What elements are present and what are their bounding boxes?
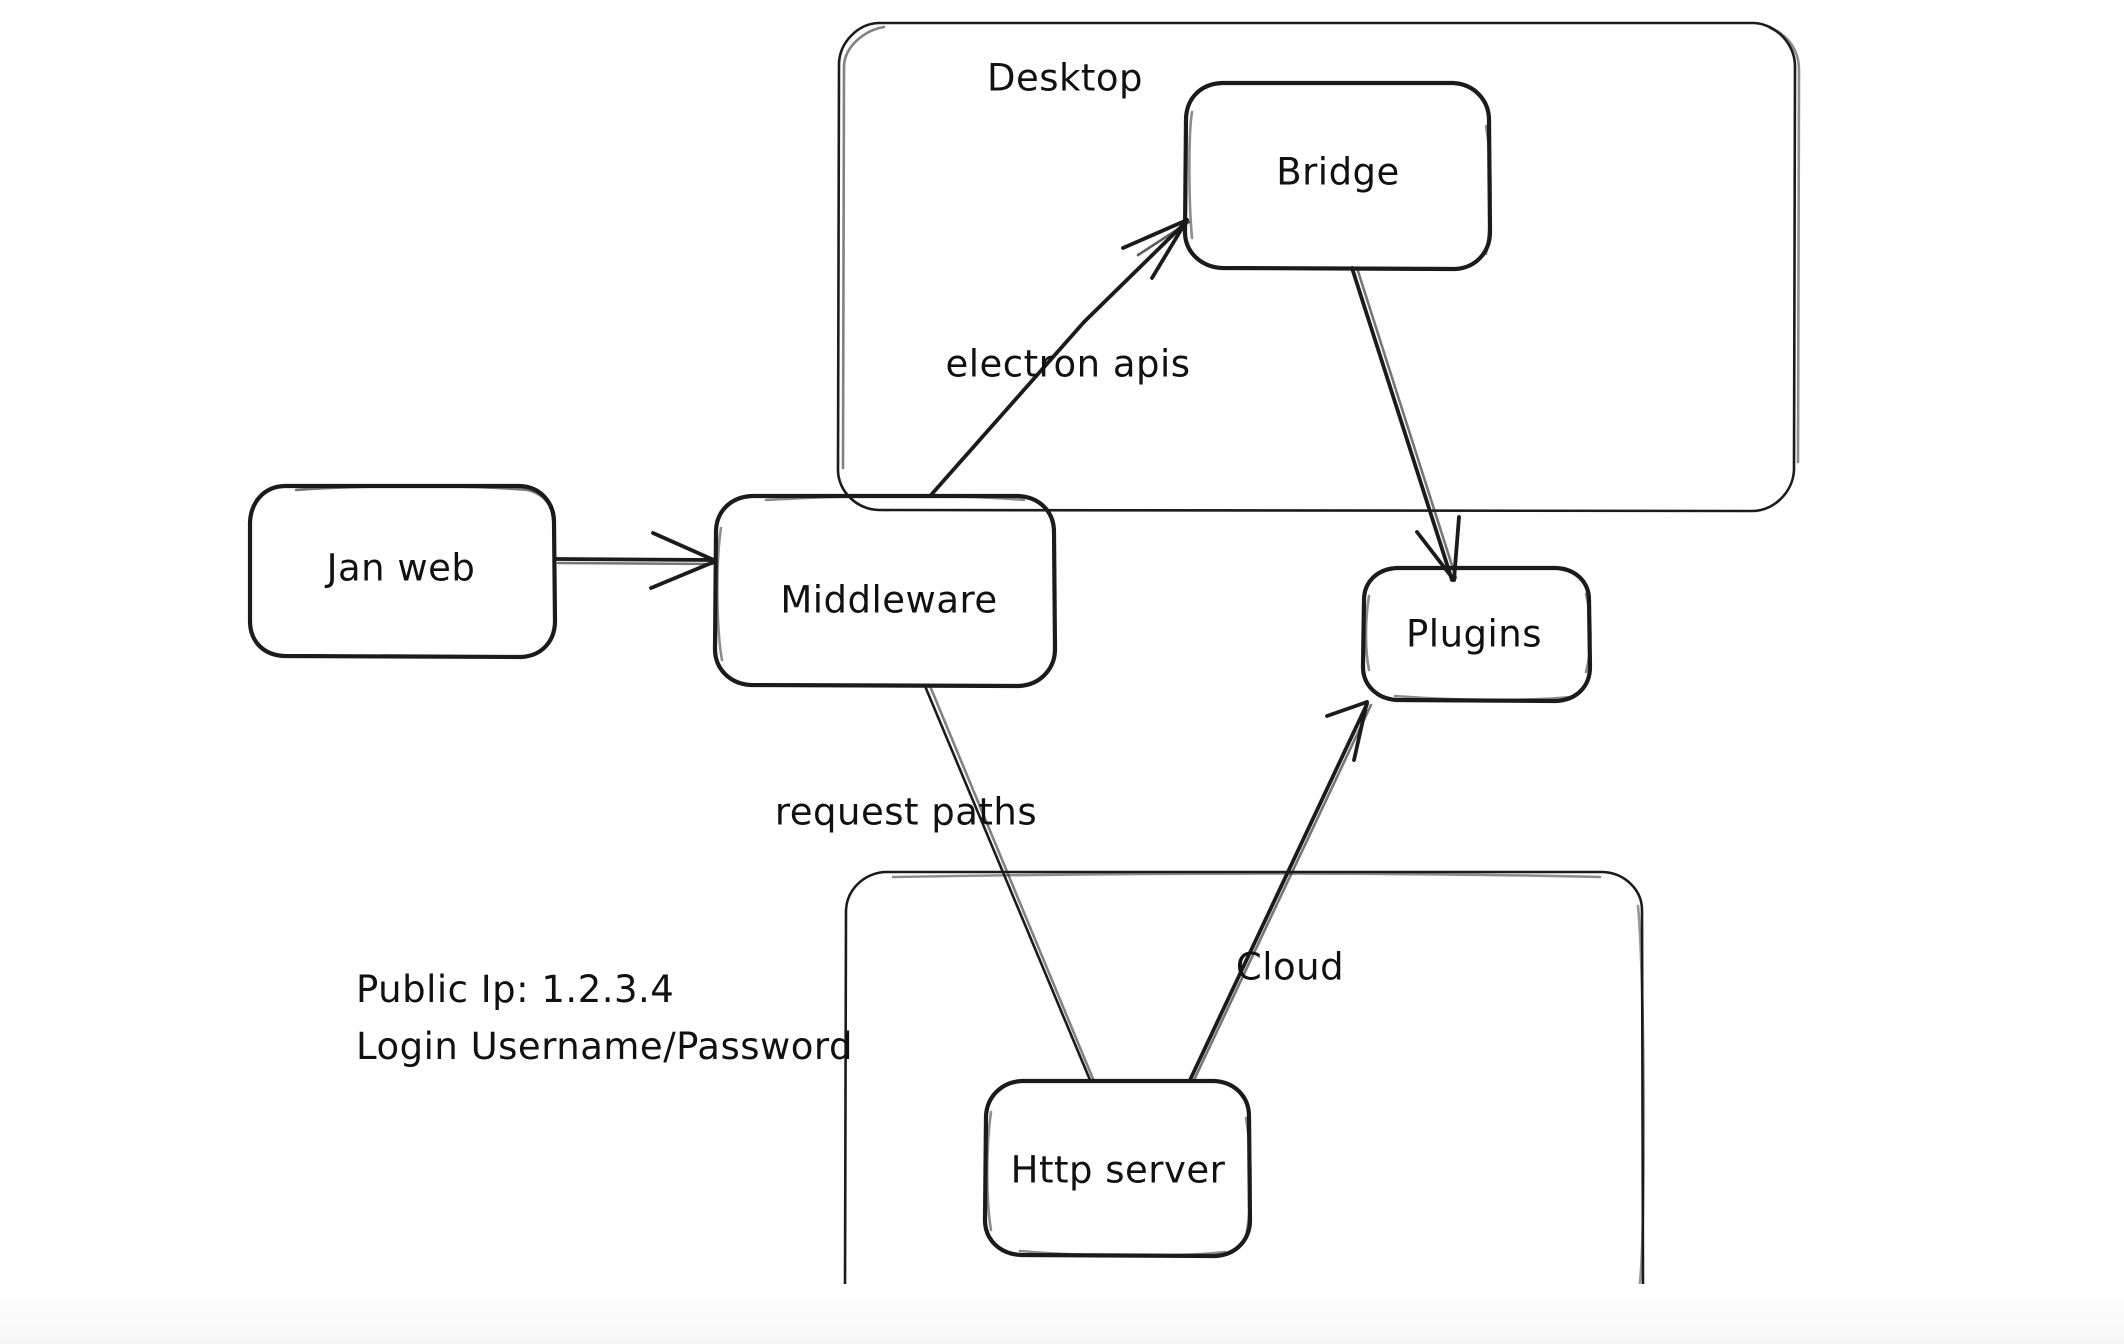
group-desktop-outline <box>836 21 1801 513</box>
edge-label-request-paths: request paths <box>774 790 1038 834</box>
edge-middleware-to-bridge <box>929 218 1191 497</box>
edge-label-cloud: Cloud <box>1235 945 1345 989</box>
node-label-middleware: Middleware <box>780 578 998 622</box>
node-label-plugins: Plugins <box>1405 612 1543 656</box>
node-middleware-outline[interactable] <box>712 493 1058 689</box>
node-http-server-outline[interactable] <box>982 1078 1253 1259</box>
node-label-http-server: Http server <box>1010 1148 1226 1192</box>
node-plugins-outline[interactable] <box>1360 565 1593 704</box>
note-public-ip: Public Ip: 1.2.3.4 <box>356 968 675 1011</box>
node-label-bridge: Bridge <box>1276 150 1400 194</box>
node-label-jan-web: Jan web <box>326 546 476 590</box>
edge-http-server-to-plugins <box>1188 700 1373 1082</box>
node-bridge-outline[interactable] <box>1182 80 1493 272</box>
node-jan-web-outline[interactable] <box>247 483 558 660</box>
edge-http-server-to-middleware <box>923 684 1095 1082</box>
note-login-credentials: Login Username/Password <box>356 1025 853 1068</box>
edge-label-electron-apis: electron apis <box>945 342 1191 386</box>
group-label-desktop: Desktop <box>986 56 1144 100</box>
edge-bridge-to-plugins <box>1350 266 1461 582</box>
edge-jan-web-to-middleware <box>554 531 718 590</box>
